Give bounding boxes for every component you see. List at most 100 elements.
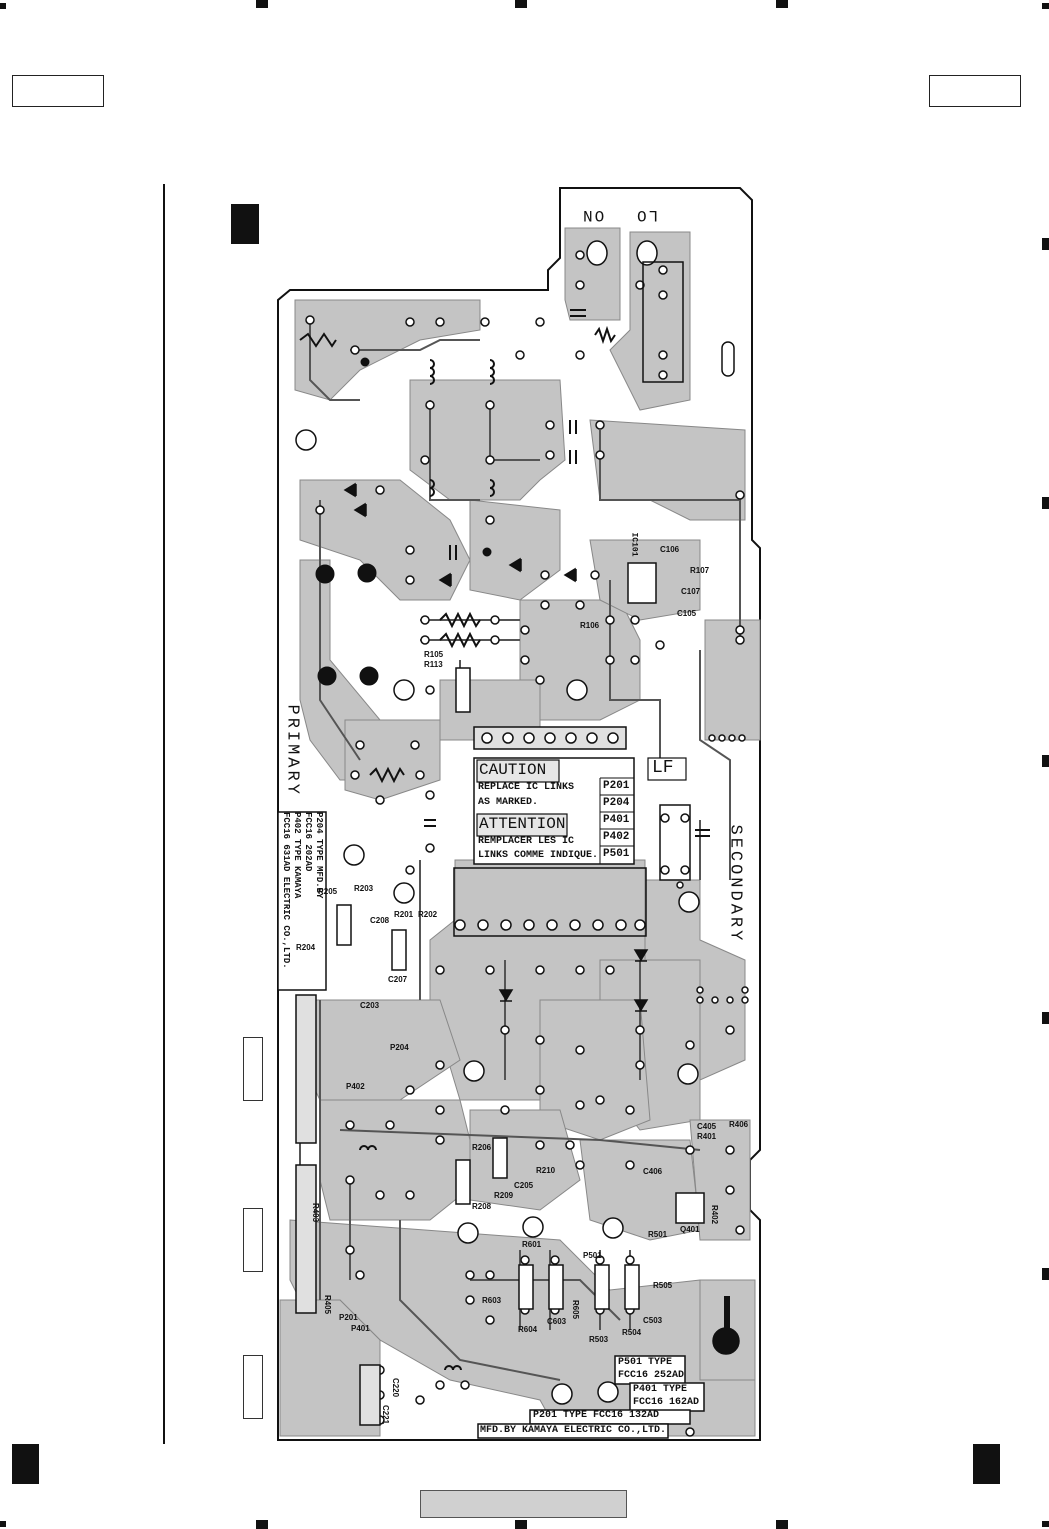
footer-page-bar <box>420 1490 627 1518</box>
ref-r405: R405 <box>323 1294 333 1315</box>
capacitor-symbols <box>424 309 710 837</box>
caution-box <box>473 757 687 865</box>
ref-c603: C603 <box>547 1317 567 1326</box>
ref-r406: R406 <box>729 1120 749 1129</box>
ref-r604: R604 <box>518 1325 538 1334</box>
ref-r501: R501 <box>648 1230 668 1239</box>
section-marker-block <box>231 204 259 244</box>
ref-p402: P402 <box>346 1082 365 1091</box>
registration-mark-left-2 <box>0 1521 6 1527</box>
bottom-note-mfd: MFD.BY KAMAYA ELECTRIC CO.,LTD. <box>480 1425 667 1436</box>
edge-mark-right-2 <box>1042 497 1049 509</box>
caution-line4: LINKS COMME INDIQUE. <box>478 850 599 861</box>
board-slot <box>721 341 735 377</box>
component-pads <box>305 250 749 1437</box>
ref-q401: Q401 <box>680 1225 700 1234</box>
page-corner-box-left <box>12 75 104 107</box>
ref-r113: R113 <box>424 660 443 669</box>
ref-r504: R504 <box>622 1328 642 1337</box>
bottom-note-p401: P401 TYPE <box>633 1384 688 1395</box>
ref-r210: R210 <box>536 1166 556 1175</box>
caution-part-p401: P401 <box>603 814 630 826</box>
ref-r105: R105 <box>424 650 444 659</box>
registration-mark-bottom-2 <box>515 1520 527 1529</box>
bottom-note-p501: P501 TYPE <box>618 1357 673 1368</box>
ref-r603: R603 <box>482 1296 502 1305</box>
ref-r203: R203 <box>354 884 374 893</box>
ref-r605: R605 <box>571 1299 581 1320</box>
ref-r202: R202 <box>418 910 438 919</box>
registration-mark-top-3 <box>776 0 788 8</box>
caution-line1: REPLACE IC LINKS <box>478 782 575 793</box>
striped-capacitors <box>315 357 492 686</box>
edge-mark-right-1 <box>1042 238 1049 250</box>
ref-r206: R206 <box>472 1143 492 1152</box>
ref-p401: P401 <box>351 1324 370 1333</box>
registration-mark-top-1 <box>256 0 268 8</box>
ref-r402: R402 <box>710 1204 720 1225</box>
connector-headers <box>295 261 691 1426</box>
registration-mark-right-2 <box>1042 1521 1049 1527</box>
ref-c208: C208 <box>370 916 390 925</box>
attention-title: ATTENTION <box>479 815 566 833</box>
ref-r201: R201 <box>394 910 414 919</box>
registration-mark-left-1 <box>0 3 6 9</box>
edge-mark-right-4 <box>1042 1012 1049 1024</box>
ref-c503: C503 <box>643 1316 663 1325</box>
ref-r503: R503 <box>589 1335 609 1344</box>
registration-mark-top-2 <box>515 0 527 8</box>
ref-c105: C105 <box>677 609 697 618</box>
ref-r208: R208 <box>472 1202 492 1211</box>
caution-line2: AS MARKED. <box>478 797 539 808</box>
side-tab-3 <box>243 1355 263 1419</box>
ref-c221: C221 <box>381 1404 391 1425</box>
board-slot-2 <box>724 1296 730 1330</box>
ref-c106: C106 <box>660 545 680 554</box>
ref-p201: P201 <box>339 1313 358 1322</box>
page-corner-box-right <box>929 75 1021 107</box>
caution-part-p201: P201 <box>603 780 630 792</box>
ref-r107: R107 <box>690 566 710 575</box>
resistor-symbols <box>299 325 616 784</box>
ref-c205: C205 <box>514 1181 534 1190</box>
page-corner-block-right <box>973 1444 1000 1484</box>
ref-r403: R403 <box>311 1202 321 1223</box>
side-tab-2 <box>243 1208 263 1272</box>
ref-r601: R601 <box>522 1240 542 1249</box>
edge-mark-right-5 <box>1042 1268 1049 1280</box>
caution-part-p204: P204 <box>603 797 630 809</box>
bottom-note-boxes <box>477 1355 705 1439</box>
ref-c220: C220 <box>391 1377 401 1398</box>
diode-symbols <box>343 482 649 1012</box>
page-divider-line <box>163 184 165 1444</box>
bottom-note-p401-part: FCC16 162AD <box>633 1397 700 1408</box>
edge-mark-right-3 <box>1042 755 1049 767</box>
ref-r505: R505 <box>653 1281 673 1290</box>
ic-packages <box>336 562 705 1310</box>
inductor-symbols <box>359 359 495 1371</box>
mounting-holes <box>287 240 740 1405</box>
caution-part-p402: P402 <box>603 831 630 843</box>
ref-c207: C207 <box>388 975 408 984</box>
ref-c107: C107 <box>681 587 701 596</box>
bottom-note-p501-part: FCC16 252AD <box>618 1370 685 1381</box>
registration-mark-right-1 <box>1042 3 1049 9</box>
ref-p204: P204 <box>390 1043 409 1052</box>
side-tab-1 <box>243 1037 263 1101</box>
ref-c406: C406 <box>643 1167 663 1176</box>
ref-r205: R205 <box>318 887 338 896</box>
ref-p501: P501 <box>583 1251 602 1260</box>
ref-r204: R204 <box>296 943 316 952</box>
caution-title: CAUTION <box>479 761 547 779</box>
left-note-box <box>277 811 327 991</box>
bottom-note-p201: P201 TYPE FCC16 132AD <box>533 1410 660 1421</box>
copper-areas <box>279 227 761 1437</box>
caution-part-p501: P501 <box>603 848 630 860</box>
registration-mark-bottom-3 <box>776 1520 788 1529</box>
page-corner-block-left <box>12 1444 39 1484</box>
label-lf: LF <box>652 758 674 778</box>
registration-mark-bottom-1 <box>256 1520 268 1529</box>
ref-r106: R106 <box>580 621 600 630</box>
